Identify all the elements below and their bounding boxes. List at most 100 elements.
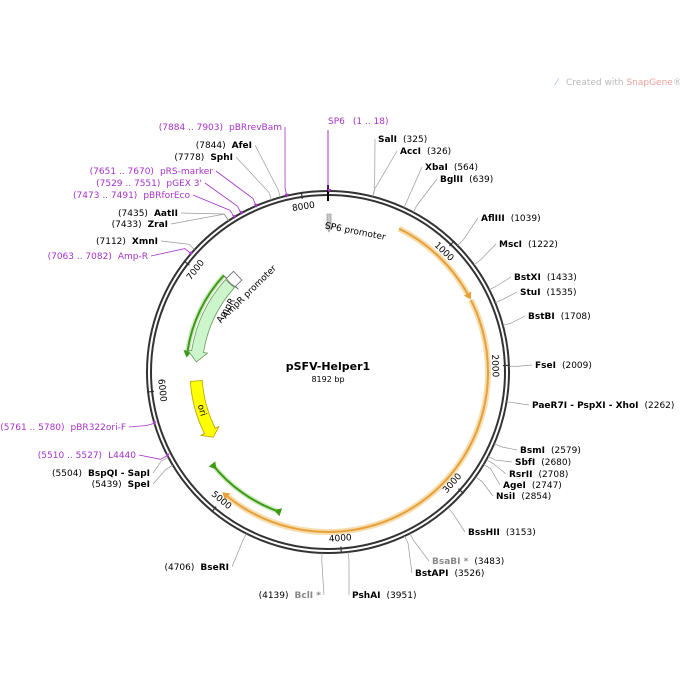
watermark-suffix: ® (673, 78, 680, 88)
primer-leader-line (150, 248, 192, 257)
site-leader-line (231, 533, 247, 568)
site-name: BclI * (295, 591, 322, 601)
site-pos: (2747) (532, 481, 562, 491)
restriction-site-label: BssHII(3153) (468, 528, 536, 538)
site-name: XbaI (425, 163, 448, 173)
primer-name: Amp-R (118, 252, 148, 262)
site-name: BseRI (200, 563, 229, 573)
site-name: AatII (154, 209, 178, 219)
site-name: MscI (499, 240, 522, 250)
site-name: SphI (210, 153, 233, 163)
primer-pos: (7884 .. 7903) (159, 123, 223, 133)
site-name: BstAPI (415, 569, 448, 579)
site-name: SbfI (515, 458, 535, 468)
watermark-brand: SnapGene (626, 78, 673, 88)
orange-arc (227, 299, 489, 533)
site-name: NsiI (496, 492, 515, 502)
site-pos: (7433) (112, 220, 142, 230)
primer-marker-icon (152, 421, 157, 426)
ori-label: ori (195, 403, 208, 417)
site-name: ZraI (148, 220, 168, 230)
site-leader-line (254, 144, 281, 198)
site-leader-line (235, 156, 272, 201)
green-arc (186, 274, 225, 351)
site-pos: (7435) (118, 209, 148, 219)
primer-leader-line (215, 170, 257, 207)
primer-marker-icon (284, 193, 289, 198)
restriction-site-label: MscI(1222) (499, 240, 558, 250)
primer-marker-icon (327, 189, 332, 194)
tick-mark (147, 390, 155, 393)
site-name: BstXI (514, 273, 541, 283)
restriction-site-label: BstAPI (3526) (415, 569, 484, 579)
primer-pos: (7651 .. 7670) (90, 167, 154, 177)
primer-label: (7473 .. 7491)pBRforEco (73, 191, 190, 201)
sp6-promoter-label: SP6 promoter (324, 221, 387, 243)
ampr-feature (186, 279, 235, 363)
restriction-site-label: BstBI(1708) (528, 312, 591, 322)
site-leader-line (494, 443, 518, 451)
tick-label: 6000 (155, 379, 167, 403)
primer-pos: (7063 .. 7082) (48, 252, 112, 262)
feature-arcs (183, 225, 491, 535)
site-pos: (326) (427, 147, 451, 157)
site-leader-line (483, 464, 501, 486)
green-arc (211, 463, 282, 514)
site-leader-line (372, 138, 376, 197)
primer-name: pBRrevBam (229, 123, 282, 133)
site-name: SalI (378, 135, 397, 145)
restriction-site-label: (5504)BspQI - SapI (52, 469, 150, 479)
primer-marker-icon (165, 453, 170, 458)
primer-label: SP6(1 .. 18) (328, 117, 389, 127)
primer-pos: (5761 .. 5780) (0, 423, 64, 433)
primer-label: (7063 .. 7082) Amp-R (48, 252, 148, 262)
site-pos: (2262) (644, 401, 674, 411)
orange-arrow-head-icon (463, 291, 472, 300)
primer-label: (5761 .. 5780)pBR322ori-F (0, 423, 126, 433)
restriction-site-label: PaeR7I - PspXI - XhoI (2262) (532, 401, 674, 411)
primer-leader-line (138, 454, 168, 460)
tick-mark (340, 546, 342, 554)
site-leader-line (489, 276, 512, 291)
primer-name: pRS-marker (160, 167, 213, 177)
site-name: BstBI (528, 312, 555, 322)
site-leader-line (473, 243, 497, 266)
site-name: BspQI - SapI (88, 469, 150, 479)
site-pos: (2009) (562, 361, 592, 371)
restriction-site-label: FseI(2009) (535, 361, 592, 371)
tick-label: 8000 (292, 201, 316, 214)
primer-pos: (5510 .. 5527) (38, 451, 102, 461)
site-leader-line (152, 457, 169, 474)
primer-pos: (7529 .. 7551) (96, 179, 160, 189)
ampr-promoter-feature (223, 270, 243, 290)
site-name: BsaBI * (432, 557, 469, 567)
site-leader-line (403, 166, 423, 208)
site-pos: (2854) (521, 492, 551, 502)
primer-marker-icon (188, 251, 193, 256)
site-name: StuI (520, 288, 541, 298)
green-arrow-head-icon (274, 508, 283, 517)
site-pos: (3526) (454, 569, 484, 579)
primer-name: pBRforEco (143, 191, 190, 201)
site-pos: (3483) (474, 557, 504, 567)
site-pos: (2579) (551, 446, 581, 456)
site-pos: (1535) (547, 288, 577, 298)
primer-leader-line (192, 194, 235, 218)
site-leader-line (447, 507, 466, 533)
site-pos: (2708) (538, 470, 568, 480)
restriction-site-label: SalI(325) (378, 135, 427, 145)
restriction-site-label: AflIII(1039) (481, 214, 541, 224)
orange-arc-halo (225, 298, 491, 535)
site-leader-line (487, 456, 513, 463)
site-name: PaeR7I - PspXI - XhoI (532, 401, 638, 411)
sp6-promoter-arrow-icon (324, 213, 334, 233)
primer-marker-icon (232, 215, 237, 220)
tick-label: 2000 (489, 354, 500, 378)
restriction-site-label: BsmI(2579) (520, 446, 581, 456)
restriction-site-label: (7778)SphI (174, 153, 233, 163)
site-leader-line (412, 178, 438, 213)
site-leader-line (409, 533, 430, 562)
site-leader-line (506, 401, 530, 406)
